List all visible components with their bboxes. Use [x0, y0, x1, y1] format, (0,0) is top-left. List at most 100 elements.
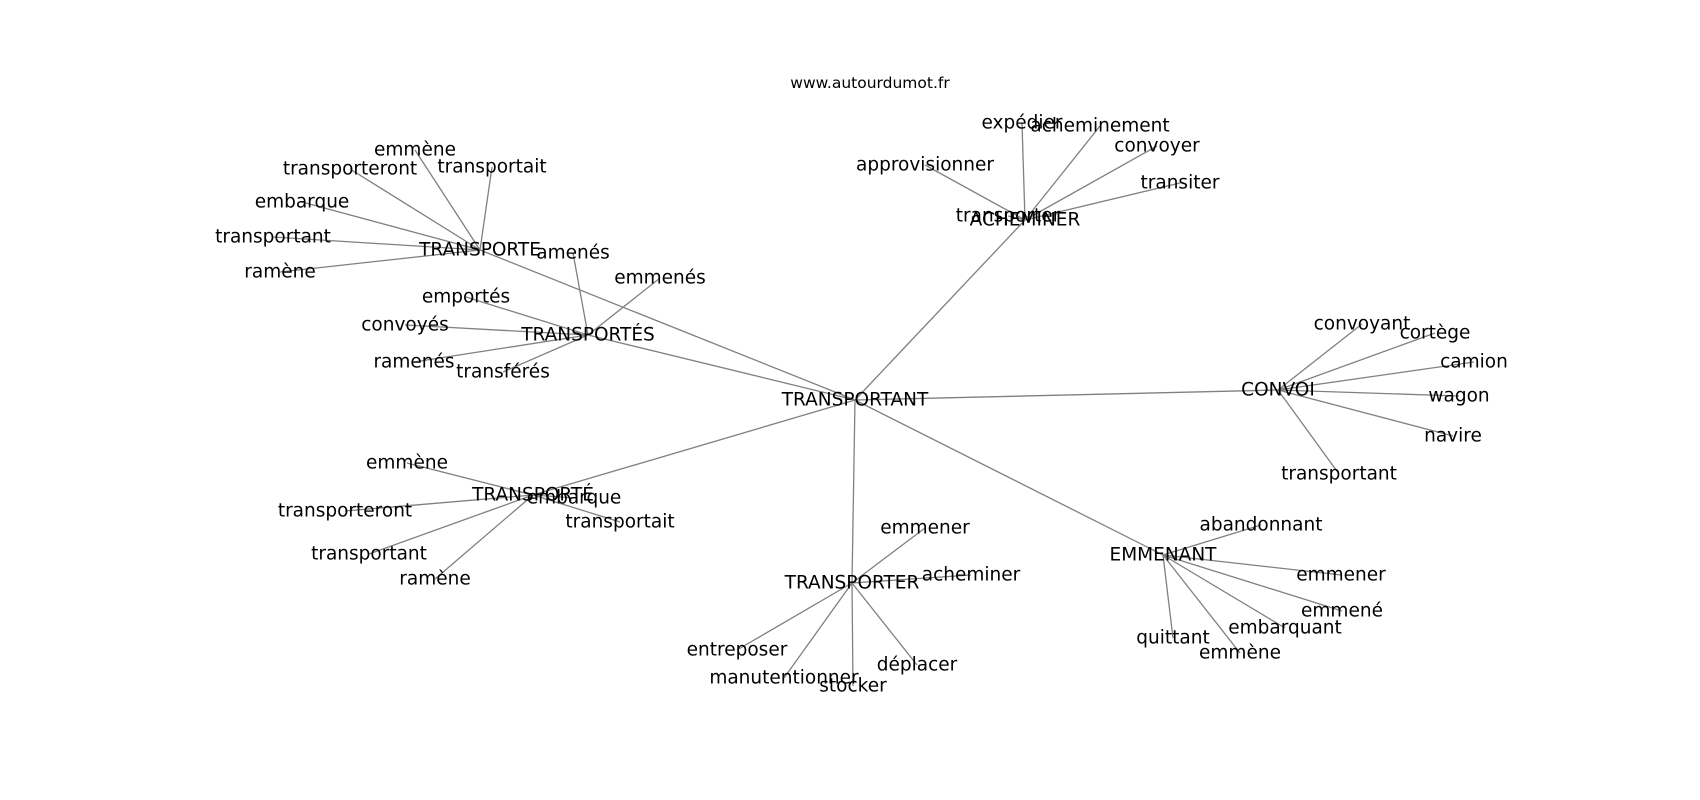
leaf-node-label: emmener — [880, 518, 970, 539]
edge-center-acheminer — [854, 219, 1026, 401]
leaf-node-label: camion — [1440, 352, 1508, 373]
edge-transporte-leaf — [349, 168, 481, 251]
edge-transporte2-leaf — [532, 494, 621, 523]
hub-node-transporte: TRANSPORTE — [418, 240, 541, 261]
leaf-node-label: cortège — [1400, 323, 1471, 344]
graph-labels: www.autourdumot.fr expédieracheminementc… — [215, 74, 1508, 697]
hub-node-convoi: CONVOI — [1241, 380, 1315, 401]
graph-edges — [272, 122, 1475, 687]
leaf-node-label: transportait — [565, 512, 674, 533]
leaf-node-label: amenés — [536, 243, 610, 264]
edge-acheminer-leaf — [1007, 215, 1026, 221]
leaf-node-label: transiter — [1141, 173, 1220, 194]
leaf-node-label: transportait — [437, 157, 546, 178]
leaf-node-label: emmené — [1301, 601, 1383, 622]
edge-center-transportes — [587, 334, 856, 401]
edge-transporte2-leaf — [344, 494, 534, 512]
leaf-node-label: ramenés — [373, 352, 454, 373]
edge-transporte2-leaf — [532, 494, 575, 499]
edge-emmenant-leaf — [1162, 554, 1343, 612]
edge-transporter-leaf — [783, 582, 853, 679]
edge-transportes-leaf — [413, 334, 589, 363]
leaf-node-label: manutentionner — [709, 668, 859, 689]
leaf-node-label: convoyant — [1314, 314, 1411, 335]
edge-emmenant-leaf — [1162, 554, 1241, 654]
edge-transporte2-leaf — [434, 494, 534, 580]
leaf-node-label: emportés — [422, 287, 510, 308]
leaf-node-label: emmène — [1199, 643, 1281, 664]
leaf-node-label: abandonnant — [1200, 515, 1323, 536]
edge-center-transporte — [479, 249, 856, 401]
leaf-node-label: quittant — [1136, 628, 1209, 649]
leaf-node-label: transportant — [215, 227, 331, 248]
edge-center-transporter — [851, 399, 856, 584]
edge-transporter-leaf — [851, 527, 926, 584]
edge-emmenant-leaf — [1162, 554, 1174, 639]
edge-transportes-leaf — [502, 334, 589, 373]
edge-acheminer-leaf — [1024, 182, 1181, 221]
edge-transporte-leaf — [279, 249, 481, 273]
edge-transporte-leaf — [479, 166, 493, 251]
edge-transporte2-leaf — [368, 494, 534, 555]
edge-transporte-leaf — [272, 236, 481, 251]
edge-acheminer-leaf — [1021, 122, 1026, 221]
edge-transporter-leaf — [851, 574, 972, 584]
edge-convoi-leaf — [1277, 323, 1363, 391]
edge-transporte-leaf — [301, 201, 481, 251]
edge-convoi-leaf — [1277, 389, 1460, 397]
leaf-node-label: navire — [1424, 426, 1482, 447]
edge-center-transporte2 — [532, 399, 856, 496]
leaf-node-label: wagon — [1428, 386, 1489, 407]
edge-convoi-leaf — [1277, 332, 1436, 391]
edge-acheminer-leaf — [924, 164, 1026, 221]
leaf-node-label: stocker — [819, 676, 887, 697]
hub-node-transporte2: TRANSPORTÉ — [471, 484, 594, 506]
edge-transportes-leaf — [572, 252, 589, 336]
leaf-node-label: transporter — [956, 206, 1061, 227]
leaf-node-label: transporteront — [278, 501, 412, 522]
leaf-node-label: embarquant — [1228, 618, 1342, 639]
leaf-node-label: entreposer — [687, 640, 788, 661]
leaf-node-label: approvisionner — [856, 155, 994, 176]
leaf-node-label: convoyer — [1114, 136, 1200, 157]
leaf-node-label: ramène — [244, 262, 315, 283]
edge-transporter-leaf — [851, 582, 918, 666]
leaf-node-label: emmenés — [614, 268, 706, 289]
leaf-node-label: emmener — [1296, 565, 1386, 586]
hub-node-transportes: TRANSPORTÉS — [520, 324, 655, 346]
edge-convoi-leaf — [1277, 361, 1475, 391]
edge-emmenant-leaf — [1162, 524, 1262, 556]
edge-transportes-leaf — [465, 296, 589, 336]
leaf-node-label: transporteront — [283, 159, 417, 180]
leaf-node-label: emmène — [366, 453, 448, 474]
edge-transporte-leaf — [414, 149, 481, 251]
source-url-label: www.autourdumot.fr — [790, 74, 950, 92]
leaf-node-label: expédier — [981, 113, 1062, 134]
leaf-node-label: déplacer — [877, 655, 958, 676]
edge-transporte2-leaf — [406, 462, 534, 496]
edge-transporter-leaf — [736, 582, 853, 651]
edge-emmenant-leaf — [1162, 554, 1342, 576]
hub-node-acheminer: ACHEMINER — [970, 210, 1081, 231]
leaf-node-label: convoyés — [361, 315, 448, 336]
leaf-node-label: emmène — [374, 140, 456, 161]
leaf-node-label: transportant — [1281, 464, 1397, 485]
leaf-node-label: transférés — [456, 362, 550, 383]
edge-acheminer-leaf — [1024, 145, 1158, 221]
edge-transportes-leaf — [587, 277, 661, 336]
edge-center-convoi — [854, 389, 1279, 401]
hub-node-transporter: TRANSPORTER — [784, 573, 920, 594]
leaf-node-label: transportant — [311, 544, 427, 565]
hub-node-emmenant: EMMENANT — [1110, 545, 1218, 566]
edge-convoi-leaf — [1277, 389, 1340, 475]
edge-center-emmenant — [854, 399, 1164, 556]
leaf-node-label: embarque — [527, 488, 622, 509]
leaf-node-label: ramène — [399, 569, 470, 590]
edge-emmenant-leaf — [1162, 554, 1286, 629]
leaf-node-label: acheminement — [1030, 116, 1169, 137]
edge-convoi-leaf — [1277, 389, 1454, 437]
leaf-node-label: embarque — [255, 192, 350, 213]
edge-transportes-leaf — [404, 324, 589, 336]
edge-acheminer-leaf — [1024, 125, 1101, 221]
